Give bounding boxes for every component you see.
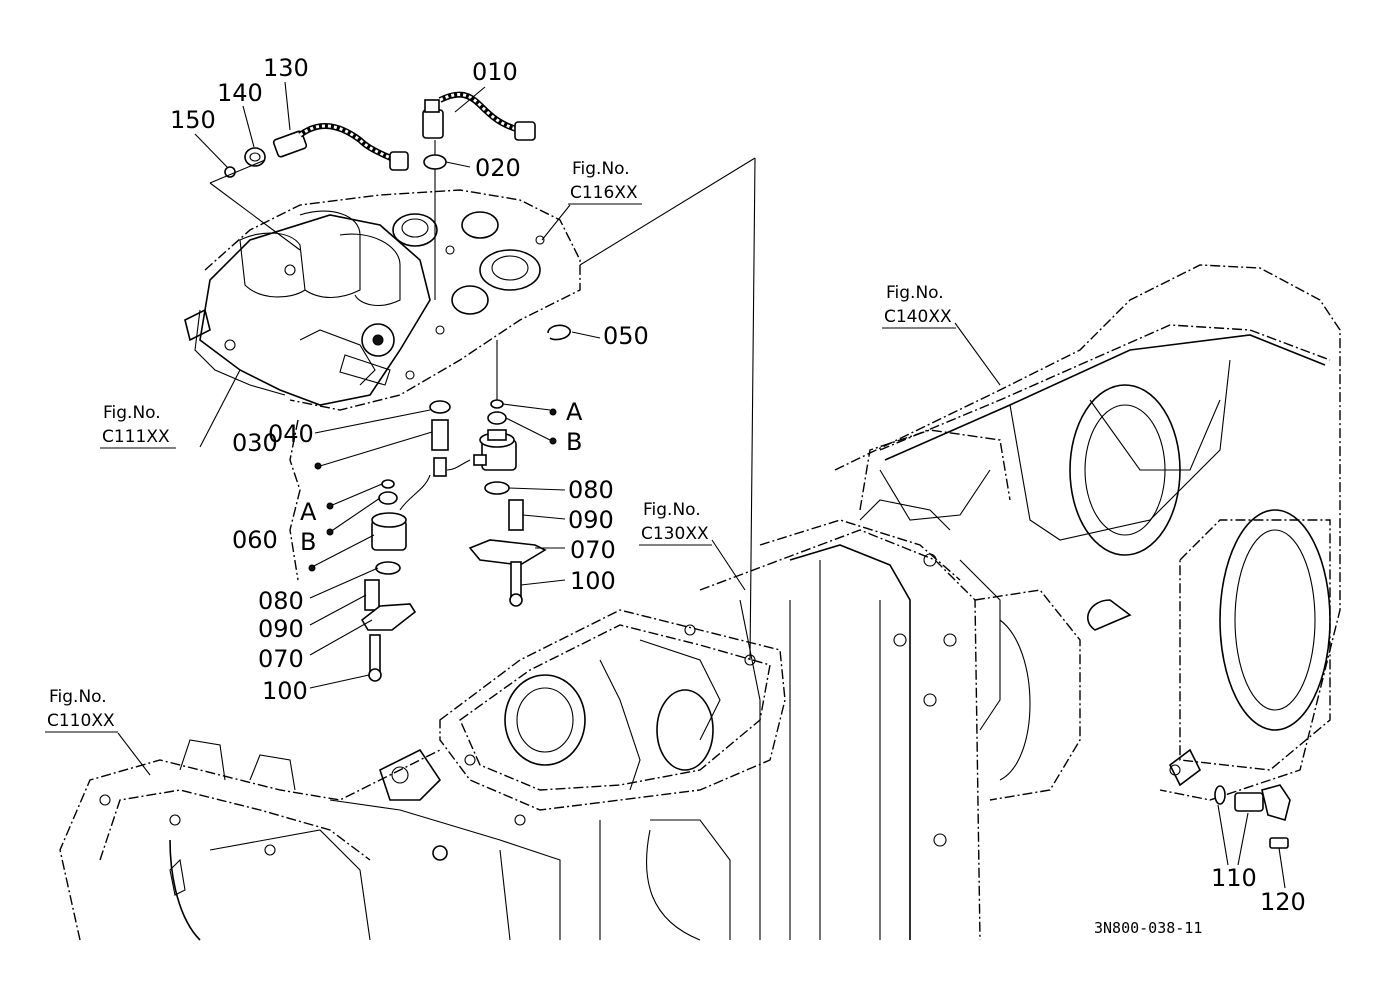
part-150-ball <box>224 166 236 178</box>
figure-reference-c130: Fig.No. C130XX <box>639 500 712 546</box>
part-010-sensor <box>422 91 536 300</box>
callout-140: 140 <box>217 79 263 107</box>
part-050-snap-ring <box>547 324 571 341</box>
fig-code-c110: C110XX <box>47 711 115 731</box>
front-case-housing <box>59 739 441 941</box>
right-solenoid-stack <box>468 340 547 607</box>
callout-130: 130 <box>263 54 309 82</box>
callout-070-left: 070 <box>258 645 304 673</box>
fig-code-c140: C140XX <box>884 307 952 327</box>
marker-a-left: A <box>300 498 317 526</box>
marker-a-right: A <box>566 398 583 426</box>
callout-100-right: 100 <box>570 567 616 595</box>
part-120-bolt <box>1269 837 1289 849</box>
part-020-washer <box>423 154 447 170</box>
valve-block-assembly <box>184 189 581 411</box>
fig-prefix-c116: Fig.No. <box>572 159 630 179</box>
callout-070-right: 070 <box>570 536 616 564</box>
center-case-section <box>699 429 1011 941</box>
group-bracket <box>289 419 301 581</box>
callout-100-left: 100 <box>262 677 308 705</box>
fig-code-c111: C111XX <box>102 427 170 447</box>
part-130-sensor <box>272 122 409 171</box>
figure-reference-c140: Fig.No. C140XX <box>882 283 956 329</box>
callout-110: 110 <box>1211 864 1257 892</box>
part-110-speed-sensor <box>1214 784 1291 822</box>
fig-code-c116: C116XX <box>570 183 638 203</box>
callout-010: 010 <box>472 58 518 86</box>
leader-lines <box>117 81 1286 889</box>
callout-050: 050 <box>603 322 649 350</box>
callout-090-right: 090 <box>568 506 614 534</box>
figure-reference-c116: Fig.No. C116XX <box>568 159 642 205</box>
part-140-washer <box>244 147 266 167</box>
callout-090-left: 090 <box>258 615 304 643</box>
callout-060: 060 <box>232 526 278 554</box>
fig-prefix-c140: Fig.No. <box>886 283 944 303</box>
fig-code-c130: C130XX <box>641 524 709 544</box>
left-solenoid-stack <box>360 400 471 682</box>
marker-b-right: B <box>566 428 582 456</box>
part-callouts: 010 020 030 040 050 060 070 070 080 080 … <box>170 54 1306 916</box>
transmission-case-housing <box>834 264 1341 801</box>
callout-150: 150 <box>170 106 216 134</box>
callout-080-left: 080 <box>258 587 304 615</box>
callout-080-right: 080 <box>568 476 614 504</box>
figure-reference-c110: Fig.No. C110XX <box>45 687 118 733</box>
callout-040: 040 <box>268 420 314 448</box>
marker-b-left: B <box>300 528 316 556</box>
figure-reference-c111: Fig.No. C111XX <box>100 403 176 449</box>
callout-120: 120 <box>1260 888 1306 916</box>
diagram-code: 3N800-038-11 <box>1094 919 1202 937</box>
connection-markers: A B A B <box>300 398 583 556</box>
callout-030: 030 <box>232 429 278 457</box>
fig-prefix-c111: Fig.No. <box>103 403 161 423</box>
fig-prefix-c110: Fig.No. <box>49 687 107 707</box>
marker-dots <box>308 408 557 572</box>
callout-020: 020 <box>475 154 521 182</box>
fig-prefix-c130: Fig.No. <box>643 500 701 520</box>
hydraulic-case-housing <box>329 609 786 941</box>
